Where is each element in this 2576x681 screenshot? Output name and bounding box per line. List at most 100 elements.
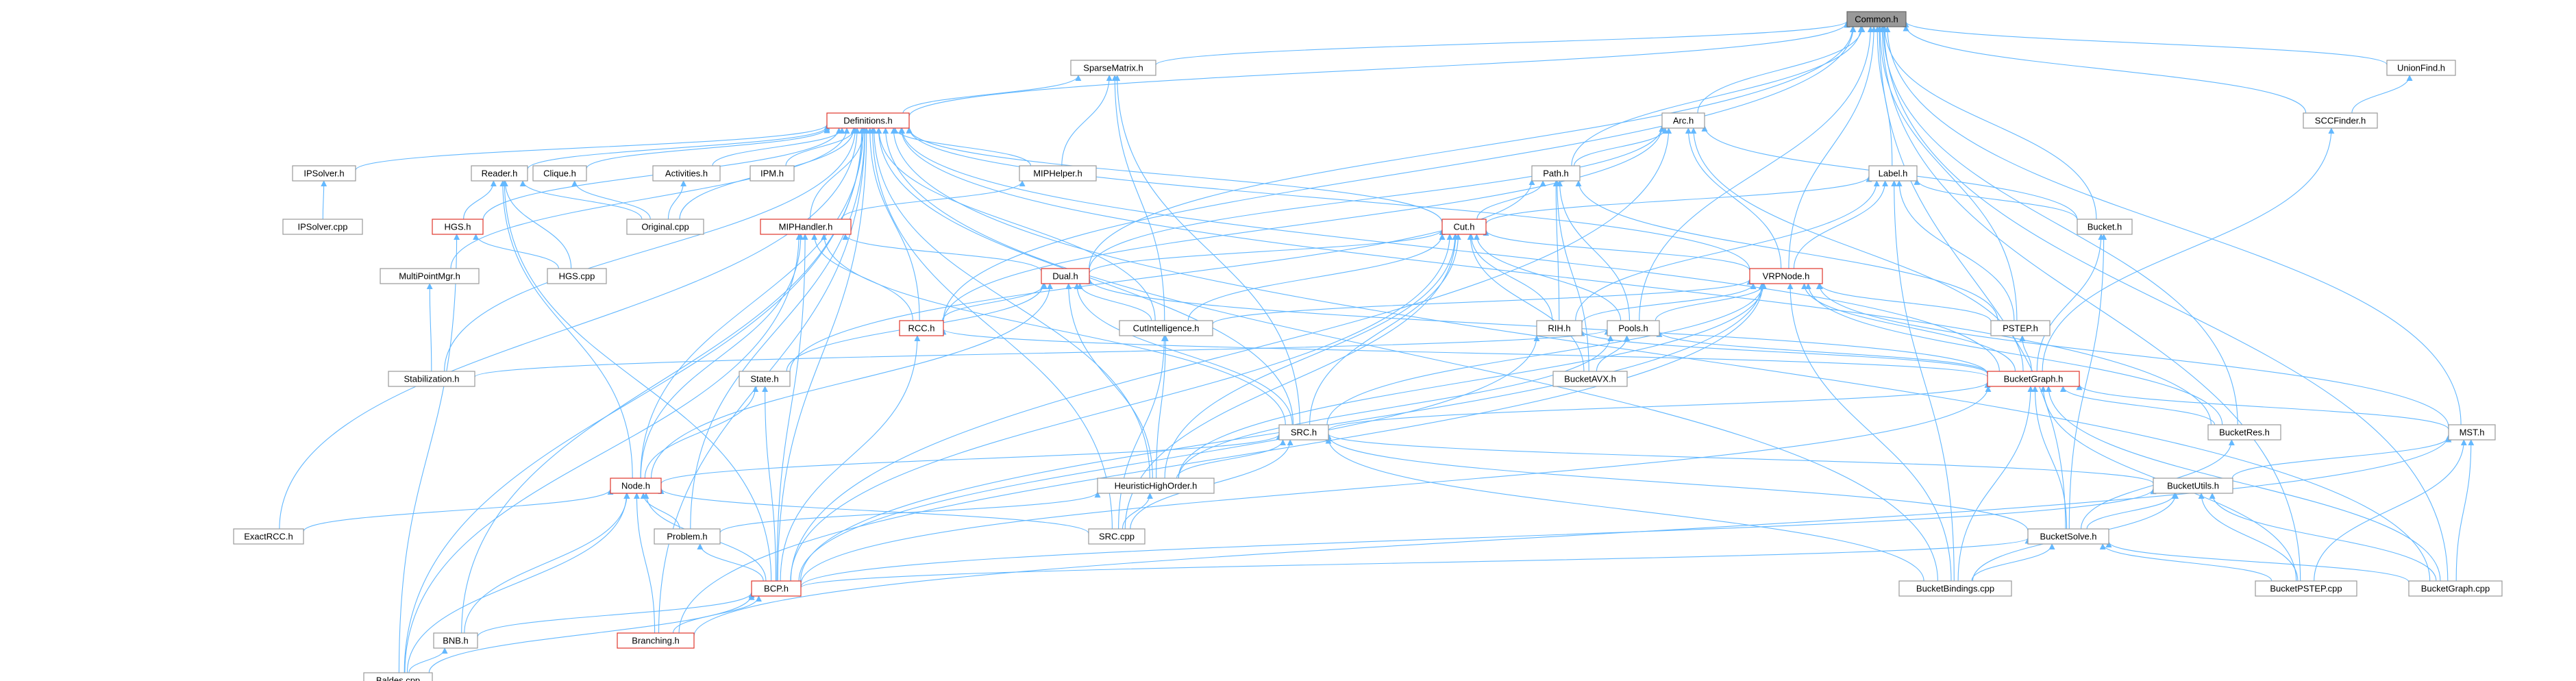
node-cut[interactable]: Cut.h xyxy=(1441,219,1487,235)
edge-src-to-sparse xyxy=(1114,75,1300,425)
edge-miphelper-to-sparse xyxy=(1061,75,1113,166)
edge-problem-to-heuristic xyxy=(719,491,1101,534)
node-label: Original.cpp xyxy=(641,222,689,232)
node-bucketgraph[interactable]: BucketGraph.h xyxy=(1987,371,2080,387)
node-heuristic[interactable]: HeuristicHighOrder.h xyxy=(1097,478,1215,494)
node-label: RCC.h xyxy=(908,323,934,334)
node-label: BucketGraph.h xyxy=(2004,374,2064,384)
node-box xyxy=(380,268,480,284)
node-reader[interactable]: Reader.h xyxy=(471,165,528,182)
node-branching[interactable]: Branching.h xyxy=(617,632,695,649)
node-label[interactable]: Label.h xyxy=(1868,165,1918,182)
node-box xyxy=(1119,320,1213,336)
edge-heuristic-to-cutint xyxy=(1156,335,1169,479)
node-box xyxy=(1749,268,1823,284)
node-box xyxy=(1846,11,1907,27)
dependency-edges xyxy=(279,20,2475,673)
node-label: Pools.h xyxy=(1618,323,1648,334)
edge-bnb-to-bcp xyxy=(477,591,755,637)
node-cutint[interactable]: CutIntelligence.h xyxy=(1119,320,1213,336)
edge-heuristic-to-dual xyxy=(1065,283,1153,479)
edge-bcp-to-reader xyxy=(501,180,772,582)
node-bucketgraphcpp[interactable]: BucketGraph.cpp xyxy=(2408,580,2503,597)
node-mst[interactable]: MST.h xyxy=(2448,424,2496,441)
node-bucketsolve[interactable]: BucketSolve.h xyxy=(2027,528,2109,545)
edge-baldes-to-bnb xyxy=(408,647,448,673)
edge-bucketres-to-bucketgraph xyxy=(2059,386,2216,425)
edge-reader-to-definitions xyxy=(527,125,830,170)
node-rcc[interactable]: RCC.h xyxy=(899,320,944,336)
node-bucketutils[interactable]: BucketUtils.h xyxy=(2153,478,2233,494)
node-label: MST.h xyxy=(2460,428,2485,438)
node-box xyxy=(1097,478,1215,494)
node-clique[interactable]: Clique.h xyxy=(532,165,587,182)
node-path[interactable]: Path.h xyxy=(1531,165,1581,182)
node-activities[interactable]: Activities.h xyxy=(652,165,721,182)
edge-dual-to-cut xyxy=(1089,229,1446,273)
edge-vrpnode-to-definitions xyxy=(906,127,1750,271)
node-ipm[interactable]: IPM.h xyxy=(750,165,795,182)
node-multipoint[interactable]: MultiPointMgr.h xyxy=(380,268,480,284)
node-srccpp[interactable]: SRC.cpp xyxy=(1088,528,1145,545)
node-box xyxy=(760,219,852,235)
edge-miphelper-to-definitions xyxy=(892,127,1031,166)
node-bucketavx[interactable]: BucketAVX.h xyxy=(1552,371,1628,387)
node-state[interactable]: State.h xyxy=(739,371,791,387)
node-label: BNB.h xyxy=(443,636,469,646)
edge-problem-to-definitions xyxy=(690,127,868,530)
node-box xyxy=(2153,478,2233,494)
node-node[interactable]: Node.h xyxy=(610,478,662,494)
node-exactrcc[interactable]: ExactRCC.h xyxy=(233,528,304,545)
edge-heuristic-to-cut xyxy=(1164,234,1459,479)
node-bucket[interactable]: Bucket.h xyxy=(2077,219,2133,235)
node-bucketpstep[interactable]: BucketPSTEP.cpp xyxy=(2255,580,2357,597)
edge-bucketavx-to-pools xyxy=(1596,335,1631,372)
node-sparse[interactable]: SparseMatrix.h xyxy=(1070,60,1156,76)
node-stab[interactable]: Stabilization.h xyxy=(388,371,475,387)
node-bucketbindings[interactable]: BucketBindings.cpp xyxy=(1898,580,2012,597)
edge-bucketgraph-to-bucket xyxy=(2036,234,2105,372)
node-arc[interactable]: Arc.h xyxy=(1661,112,1705,129)
node-original[interactable]: Original.cpp xyxy=(626,219,704,235)
edge-srccpp-to-node xyxy=(658,488,1089,534)
node-hgsh[interactable]: HGS.h xyxy=(432,219,484,235)
node-unionfind[interactable]: UnionFind.h xyxy=(2386,60,2456,76)
edge-arc-to-common xyxy=(1697,26,1866,114)
node-ipsolvercpp[interactable]: IPSolver.cpp xyxy=(282,219,363,235)
edge-bucketres-to-common xyxy=(1880,26,2238,425)
node-hgscpp[interactable]: HGS.cpp xyxy=(547,268,607,284)
node-bnb[interactable]: BNB.h xyxy=(433,632,478,649)
node-bucketres[interactable]: BucketRes.h xyxy=(2207,424,2281,441)
node-pools[interactable]: Pools.h xyxy=(1607,320,1660,336)
node-box xyxy=(1607,320,1660,336)
node-vrpnode[interactable]: VRPNode.h xyxy=(1749,268,1823,284)
edge-vrpnode-to-label xyxy=(1793,180,1889,269)
node-label: Label.h xyxy=(1879,169,1908,179)
node-common[interactable]: Common.h xyxy=(1846,11,1907,27)
node-problem[interactable]: Problem.h xyxy=(654,528,721,545)
node-baldes[interactable]: Baldes.cpp xyxy=(363,672,433,681)
node-box xyxy=(610,478,662,494)
node-sccfinder[interactable]: SCCFinder.h xyxy=(2303,112,2378,129)
edge-original-to-reader xyxy=(519,180,643,220)
node-bcp[interactable]: BCP.h xyxy=(751,580,802,597)
node-box xyxy=(2408,580,2503,597)
node-label: Reader.h xyxy=(482,169,518,179)
node-src[interactable]: SRC.h xyxy=(1278,424,1329,441)
node-ipsolverh[interactable]: IPSolver.h xyxy=(292,165,356,182)
edge-bucketavx-to-path xyxy=(1554,180,1589,372)
edge-bcp-to-problem xyxy=(697,543,764,582)
node-dual[interactable]: Dual.h xyxy=(1041,268,1090,284)
node-miphandler[interactable]: MIPHandler.h xyxy=(760,219,852,235)
node-label: Clique.h xyxy=(543,169,576,179)
node-pstep[interactable]: PSTEP.h xyxy=(1990,320,2051,336)
node-label: VRPNode.h xyxy=(1763,271,1810,282)
node-miphelper[interactable]: MIPHelper.h xyxy=(1019,165,1097,182)
edge-baldes-to-node xyxy=(406,493,630,673)
node-definitions[interactable]: Definitions.h xyxy=(826,112,910,129)
node-label: IPM.h xyxy=(760,169,784,179)
edge-bcp-to-miphandler xyxy=(776,234,808,582)
node-rih[interactable]: RIH.h xyxy=(1536,320,1583,336)
node-label: BucketPSTEP.cpp xyxy=(2270,584,2342,594)
